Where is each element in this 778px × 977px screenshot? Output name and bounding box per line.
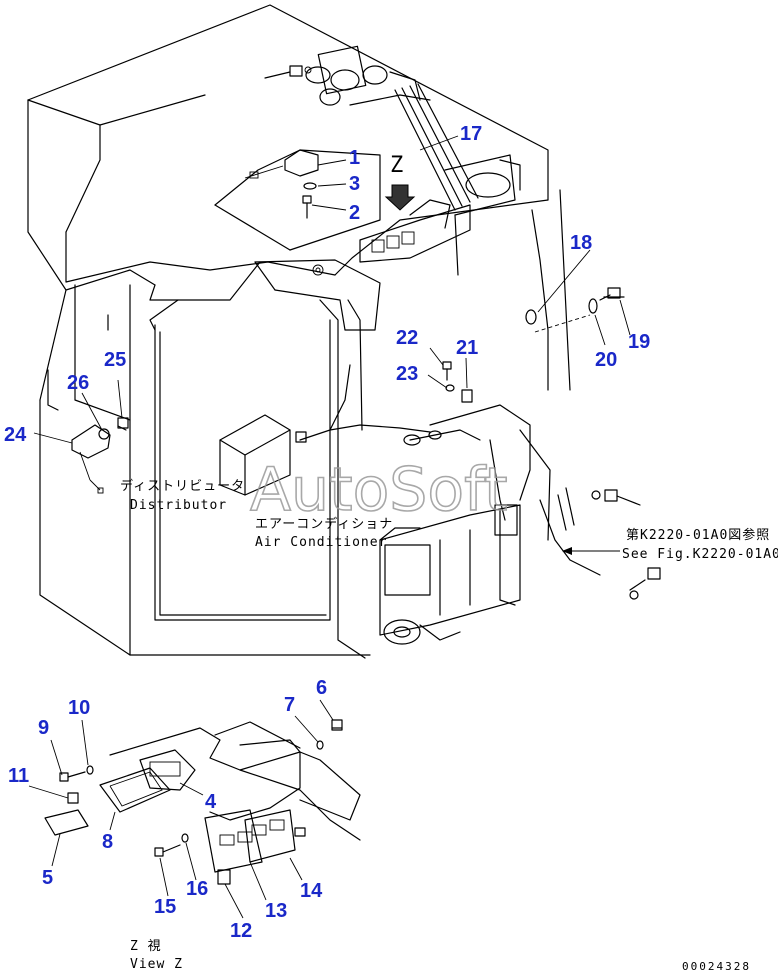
callout-23: 23 — [396, 363, 418, 385]
cab-outline — [27, 4, 571, 659]
part-21-clip — [461, 389, 473, 403]
callout-3: 3 — [349, 173, 360, 195]
view-z-label-jp: Z 視 — [130, 939, 162, 954]
distributor-label-en: Distributor — [130, 498, 227, 513]
part-2-bolt — [302, 195, 312, 219]
distributor-box — [219, 414, 307, 496]
part-6-bolt — [331, 719, 343, 731]
bolt-right-upper — [591, 489, 641, 506]
callout-16: 16 — [186, 878, 208, 900]
part-10-washer — [86, 765, 94, 775]
part-8-frame — [99, 767, 171, 813]
part-14-panel — [244, 809, 306, 863]
part-11-clip — [67, 792, 79, 804]
ref-arrowhead — [562, 547, 572, 555]
part-7-washer — [316, 740, 324, 750]
callout-15: 15 — [154, 896, 176, 918]
callout-6: 6 — [316, 677, 327, 699]
document-number: 00024328 — [682, 960, 751, 973]
harness-main — [299, 424, 431, 441]
callout-11: 11 — [8, 765, 29, 787]
callout-24: 24 — [4, 424, 27, 446]
callout-22: 22 — [396, 327, 418, 349]
part-13-plate — [204, 809, 263, 873]
callout-13: 13 — [265, 900, 287, 922]
part-20-washer — [588, 298, 598, 314]
part-1-switch — [244, 149, 319, 179]
leader-lines — [28, 135, 631, 919]
callout-14: 14 — [300, 880, 323, 902]
callout-10: 10 — [68, 697, 90, 719]
part-18-nut — [525, 309, 537, 325]
callout-20: 20 — [595, 349, 617, 371]
view-z-detail — [109, 721, 361, 841]
callout-12: 12 — [230, 920, 252, 942]
part-12-connector — [217, 869, 231, 885]
callout-19: 19 — [628, 331, 650, 353]
view-marker-z: Z — [390, 153, 404, 178]
callout-18: 18 — [570, 232, 592, 254]
callout-2: 2 — [349, 202, 360, 224]
part-19-bolt — [599, 287, 625, 301]
part-26-washer — [98, 428, 110, 440]
part-9-screw — [59, 771, 86, 782]
reference-label-jp: 第K2220-01A0図参照 — [626, 527, 770, 543]
part-16-washer — [181, 833, 189, 843]
callout-9: 9 — [38, 717, 49, 739]
view-z-arrow — [384, 184, 416, 211]
part-15-screw — [154, 844, 181, 857]
part-5-cover — [44, 809, 89, 836]
part-24-switch — [71, 424, 111, 494]
distributor-label-jp: ディストリビュータ — [120, 478, 245, 494]
callout-4: 4 — [205, 791, 217, 813]
part-22-screw — [442, 361, 452, 381]
part-4-switch-block — [139, 749, 196, 791]
watermark: AutoSoft — [250, 455, 508, 525]
air-conditioner-unit — [379, 404, 601, 645]
callout-25: 25 — [104, 349, 126, 371]
callout-7: 7 — [284, 694, 295, 716]
reference-label-en: See Fig.K2220-01A0 — [622, 547, 778, 562]
bolt-right-lower — [629, 567, 661, 600]
part-3-washer — [303, 182, 317, 190]
callout-26: 26 — [67, 372, 89, 394]
callout-5: 5 — [42, 867, 53, 889]
wiper-motor-assembly — [264, 45, 479, 211]
callout-8: 8 — [102, 831, 113, 853]
callout-21: 21 — [456, 337, 478, 359]
callout-1: 1 — [349, 147, 360, 169]
part-25-bolt — [117, 417, 129, 431]
aircon-label-en: Air Conditioner — [255, 535, 387, 550]
view-z-label-en: View Z — [130, 957, 183, 972]
relay-cluster — [359, 154, 521, 276]
callout-17: 17 — [460, 123, 482, 145]
harness-up — [329, 364, 351, 431]
aircon-label-jp: エアーコンディショナ — [255, 516, 393, 532]
part-23-washer — [445, 384, 455, 392]
